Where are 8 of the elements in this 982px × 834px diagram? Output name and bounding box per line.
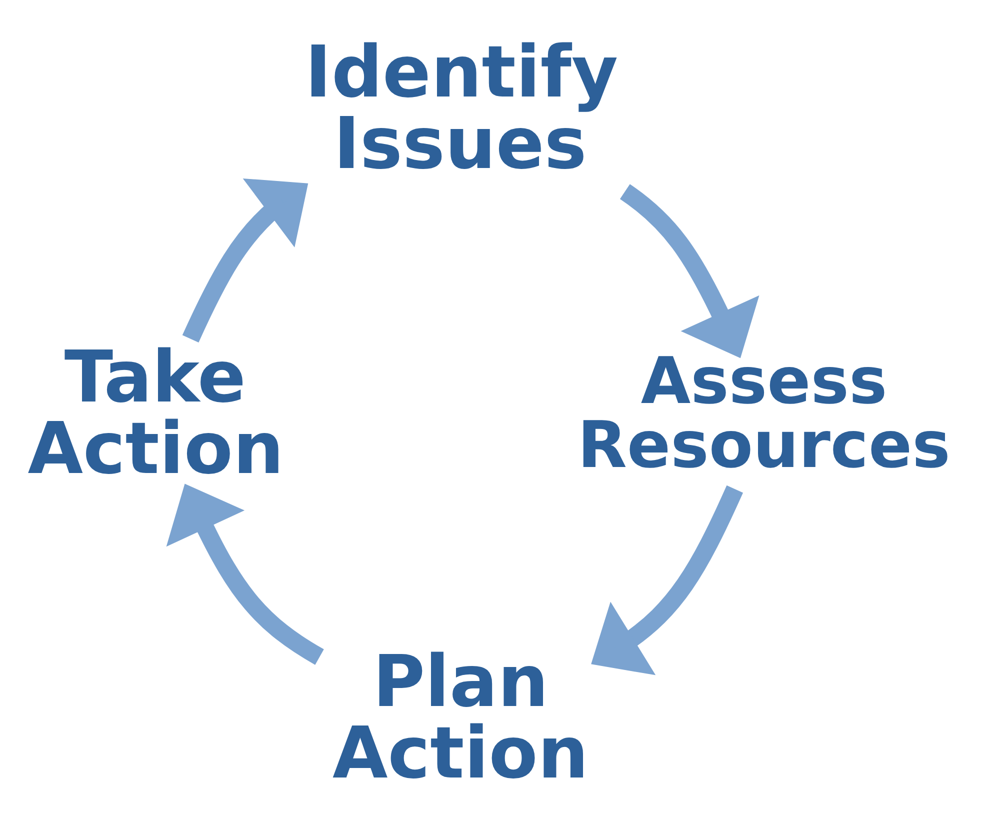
node-text: Assess Resources [578, 343, 950, 483]
node-text: Plan Action [332, 640, 589, 794]
arrow [182, 178, 308, 342]
arrow [591, 484, 744, 675]
arrow [166, 483, 324, 664]
arrow [620, 184, 760, 358]
node-text: Take Action [28, 334, 284, 490]
node-text: Identify Issues [304, 30, 618, 185]
